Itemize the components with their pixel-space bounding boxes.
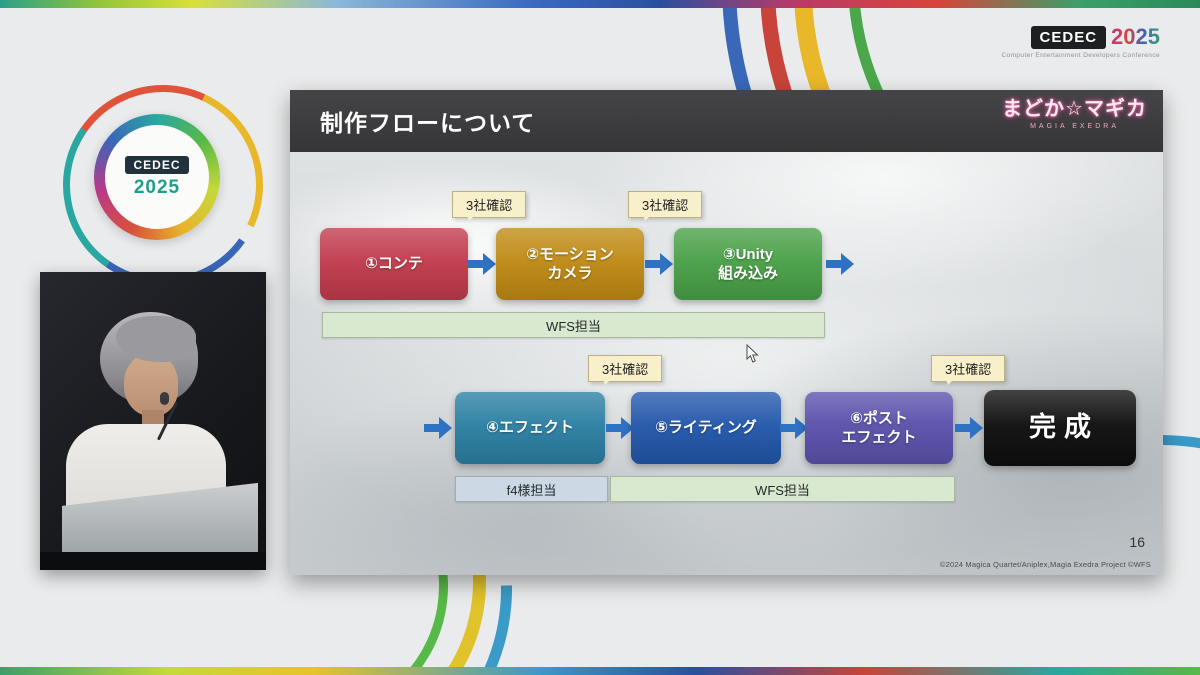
madoka-magica-title: まどか☆マギカ [1002,98,1147,120]
flow-arrow-icon [826,253,854,275]
magia-exedra-subtitle: MAGIA EXEDRA [1030,123,1119,130]
slide-page-number: 16 [1129,534,1145,550]
presenter-hair-fringe [116,316,196,362]
cedec-circle-badge: CEDEC [125,155,189,174]
top-color-strip [0,0,1200,8]
cedec-year-label: 2025 [1111,24,1160,49]
slide-header: 制作フローについて まどか☆マギカ MAGIA EXEDRA [290,90,1163,152]
cedec-brand-badge: CEDEC [1030,25,1107,49]
owner-bar-wfs-row2: WFS担当 [610,476,955,502]
madoka-magica-logo: まどか☆マギカ MAGIA EXEDRA [1002,99,1147,130]
flow-arrow-icon [468,253,496,275]
flow-arrow-icon [606,417,634,439]
bottom-color-strip [0,667,1200,675]
flow-arrow-icon [424,417,452,439]
cedec-circle-logo: CEDEC 2025 [94,114,220,240]
flow-arrow-icon [645,253,673,275]
callout-3company-check-1: 3社確認 [452,191,527,221]
flow-step-final-complete: 完成 [984,390,1136,466]
flow-arrow-icon [955,417,983,439]
cedec-circle-inner: CEDEC 2025 [105,125,209,229]
owner-bar-wfs-row1: WFS担当 [322,312,825,338]
desk-edge [40,552,266,570]
callout-3company-check-4: 3社確認 [931,355,1006,385]
owner-bar-f4: f4様担当 [455,476,608,502]
presenter-webcam [40,272,266,570]
flow-step-3-unity: ③Unity 組み込み [674,228,822,300]
callout-3company-check-3: 3社確認 [588,355,663,385]
presenter-face [124,354,178,416]
slide-copyright: ©2024 Magica Quartet/Aniplex,Magia Exedr… [939,560,1151,569]
flow-step-4-effect: ④エフェクト [455,392,605,464]
mouse-cursor-icon [746,343,759,368]
flow-step-2-motion-camera: ②モーション カメラ [496,228,644,300]
cedec-subtitle: Computer Entertainment Developers Confer… [1001,52,1160,59]
flow-arrow-icon [780,417,808,439]
flow-step-6-post-effect: ⑥ポスト エフェクト [805,392,953,464]
callout-3company-check-2: 3社確認 [628,191,703,221]
microphone-icon [160,392,169,405]
slide-title: 制作フローについて [320,110,536,136]
flow-step-1-conte: ①コンテ [320,228,468,300]
cedec-top-logo: CEDEC 2025 Computer Entertainment Develo… [1001,24,1160,59]
cedec-circle-year: 2025 [133,176,181,198]
presentation-slide: 制作フローについて まどか☆マギカ MAGIA EXEDRA ①コンテ ②モーシ… [290,90,1163,575]
flow-step-5-lighting: ⑤ライティング [631,392,781,464]
